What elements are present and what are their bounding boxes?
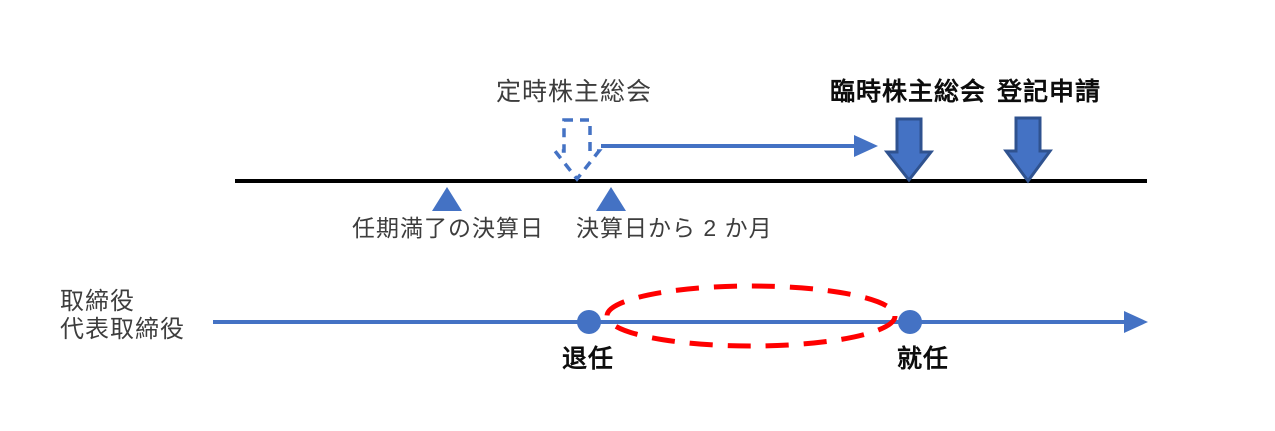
resign-dot-icon	[577, 310, 601, 334]
tenure-arrowhead-icon	[1124, 311, 1148, 333]
two-month-span-arrowhead-icon	[854, 135, 878, 157]
appoint-label: 就任	[896, 345, 950, 373]
appoint-dot-icon	[898, 310, 922, 334]
registration-label: 登記申請	[996, 78, 1102, 106]
triangle-two-months-icon	[596, 187, 626, 211]
extraordinary-meeting-label: 臨時株主総会	[829, 78, 987, 106]
dashed-down-arrow-icon	[551, 118, 603, 182]
solid-down-arrow-extraordinary-icon	[883, 117, 935, 183]
resign-label: 退任	[561, 345, 615, 373]
role-director-label: 取締役	[60, 288, 135, 315]
solid-down-arrow-registration-icon	[1003, 116, 1053, 184]
two-months-label: 決算日から 2 か月	[576, 215, 773, 241]
annual-meeting-label: 定時株主総会	[495, 78, 653, 106]
role-representative-director-label: 代表取締役	[60, 316, 185, 344]
roles-label: 取締役 代表取締役	[60, 288, 185, 345]
vacancy-gap-ellipse	[604, 283, 898, 349]
triangle-term-end-icon	[432, 187, 462, 211]
term-end-fiscal-label: 任期満了の決算日	[352, 215, 544, 241]
